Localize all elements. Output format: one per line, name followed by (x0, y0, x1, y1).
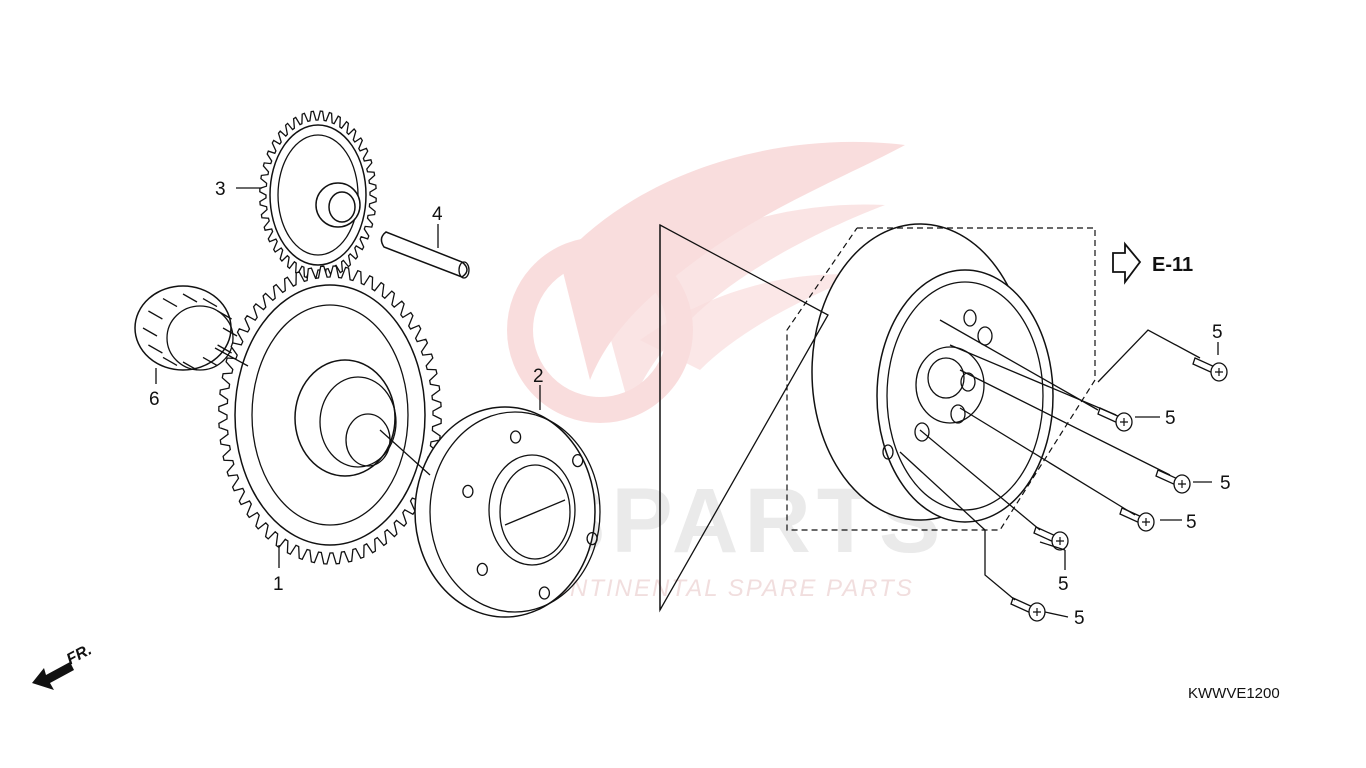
callout-part-5-b: 5 (1165, 408, 1176, 429)
leader-lines (155, 187, 1219, 618)
callout-part-6: 6 (149, 389, 160, 410)
part-5-bolts (1010, 357, 1228, 622)
reference-arrow-e11: E-11 (1112, 241, 1193, 285)
arrow-down-left-icon (32, 662, 74, 690)
part-1-starter-gear (218, 265, 442, 565)
part-4-pin (380, 231, 470, 279)
flywheel (811, 223, 1054, 523)
arrow-right-icon (1112, 241, 1142, 285)
reference-label: E-11 (1152, 254, 1193, 276)
part-6-needle-bearing (134, 285, 238, 371)
front-direction-indicator: FR. (32, 641, 95, 690)
callout-part-1: 1 (273, 574, 284, 595)
callout-part-4: 4 (432, 204, 443, 225)
callout-part-5-c: 5 (1220, 473, 1231, 494)
callout-part-5-a: 5 (1212, 322, 1223, 343)
e11-assembly-outline (786, 227, 1096, 531)
callout-part-5-f: 5 (1074, 608, 1085, 629)
callout-part-5-e: 5 (1058, 574, 1069, 595)
diagram-code: KWWVE1200 (1188, 685, 1280, 702)
callout-part-2: 2 (533, 366, 544, 387)
callout-part-3: 3 (215, 179, 226, 200)
callout-part-5-d: 5 (1186, 512, 1197, 533)
part-2-one-way-clutch (414, 406, 601, 618)
part-3-gear-small (259, 110, 377, 280)
watermark-logo (507, 141, 905, 423)
